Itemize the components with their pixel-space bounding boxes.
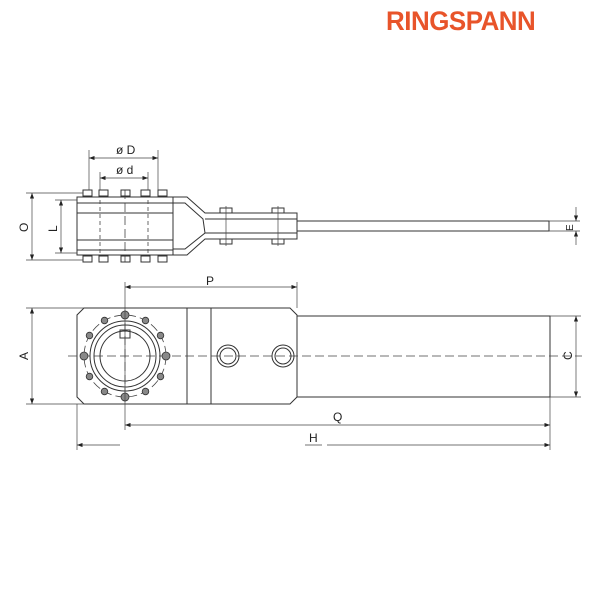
dim-label-E: E [565, 224, 576, 231]
bolt-head [98, 255, 109, 263]
bolt-head [157, 255, 168, 263]
bolt-head [85, 331, 94, 340]
bolt-head [156, 372, 165, 381]
dim-label-outer-diameter: ø D [116, 143, 136, 157]
hole-inner [219, 347, 237, 365]
bolt-head [140, 189, 151, 197]
dim-label-O: O [17, 223, 31, 232]
hole-inner [274, 347, 292, 365]
bolt-head [140, 255, 151, 263]
lever-clamp-inner [173, 202, 206, 250]
mounting-hole-1 [216, 344, 240, 368]
plan-view [68, 307, 582, 405]
hole-outer [271, 344, 295, 368]
dim-label-Q: Q [333, 410, 342, 424]
mounting-hole-2 [271, 344, 295, 368]
bolts-top [82, 189, 285, 263]
dim-label-C: C [561, 351, 575, 360]
side-view [76, 189, 550, 263]
bolt-head [82, 255, 93, 263]
torque-arm-bar [296, 220, 550, 232]
bolt-head [161, 351, 171, 361]
ringspann-logo: RINGSPANN [386, 6, 536, 36]
bolt-head [82, 189, 93, 197]
bolt-head [98, 189, 109, 197]
dim-label-A: A [17, 352, 31, 360]
bolt-head [141, 316, 150, 325]
lever-clamp [173, 196, 298, 256]
bolt-head [141, 387, 150, 396]
dim-label-inner-diameter: ø d [116, 163, 133, 177]
dim-label-L: L [46, 225, 60, 232]
bolt-head [100, 387, 109, 396]
hole-outer [216, 344, 240, 368]
plan-dimensions: P A C Q H [17, 274, 581, 450]
bolt-head [100, 316, 109, 325]
bolt-head [79, 351, 89, 361]
bolt-head [156, 331, 165, 340]
dim-label-P: P [206, 274, 214, 288]
bolt-head [157, 189, 168, 197]
bolt-head [85, 372, 94, 381]
hub-plate [76, 307, 298, 405]
torque-arm [296, 315, 551, 398]
side-dimensions: ø D ø d O L E [17, 143, 580, 261]
bolt-head [120, 255, 131, 263]
bolt-head [120, 189, 131, 197]
dim-label-H: H [309, 431, 318, 445]
